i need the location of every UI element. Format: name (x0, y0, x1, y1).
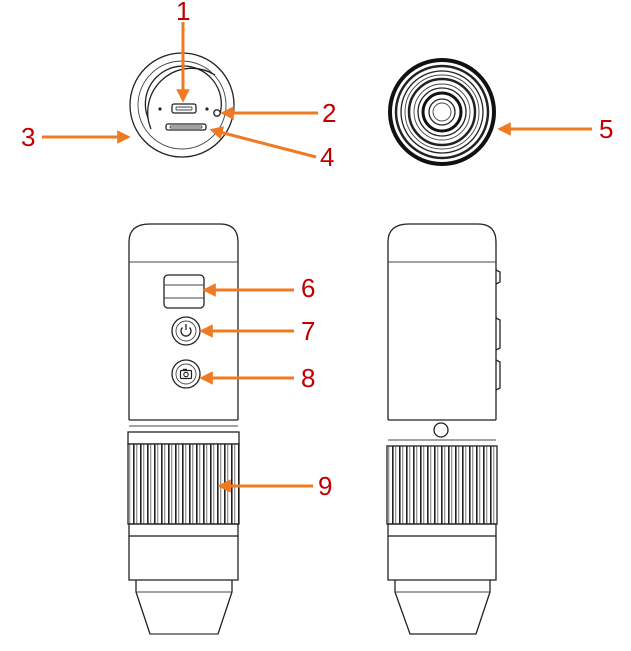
mount-hole (433, 422, 449, 438)
callout-label-4: 4 (320, 142, 334, 172)
callout-label-7: 7 (301, 316, 315, 346)
callout-label-6: 6 (301, 273, 315, 303)
callout-label-2: 2 (322, 98, 336, 128)
lens-front-view (388, 58, 496, 166)
camera-button (171, 359, 201, 389)
callout-label-9: 9 (318, 471, 332, 501)
callout-label-1: 1 (176, 0, 190, 26)
callout-arrows (42, 22, 592, 493)
card-slot (165, 123, 207, 131)
camera-icon (179, 368, 193, 380)
focus-ring (127, 443, 240, 525)
callout-labels: 1 2 3 4 5 6 7 8 9 (21, 0, 613, 501)
indicator-light (213, 109, 221, 117)
power-button (171, 316, 201, 346)
side-body-view (386, 223, 501, 635)
usb-port (171, 103, 197, 114)
callout-label-5: 5 (599, 114, 613, 144)
callout-label-3: 3 (21, 122, 35, 152)
power-icon (180, 327, 192, 337)
callout-label-8: 8 (301, 363, 315, 393)
capture-window (163, 274, 205, 309)
front-body-view (127, 223, 240, 635)
